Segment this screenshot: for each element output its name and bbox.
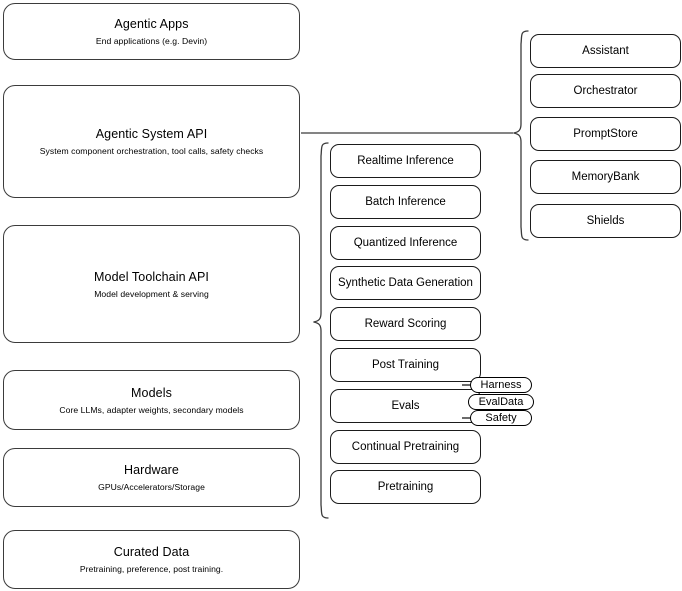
system-component-assistant[interactable]: Assistant	[530, 34, 681, 68]
evals-subcomponent-evaldata[interactable]: EvalData	[468, 394, 534, 410]
layer-subtitle: GPUs/Accelerators/Storage	[98, 482, 205, 492]
capability-realtime-inference[interactable]: Realtime Inference	[330, 144, 481, 178]
brace-toolchain-capabilities	[313, 142, 329, 519]
capability-quantized-inference[interactable]: Quantized Inference	[330, 226, 481, 260]
capability-reward-scoring[interactable]: Reward Scoring	[330, 307, 481, 341]
layer-title: Curated Data	[113, 545, 190, 559]
layer-title: Model Toolchain API	[94, 269, 209, 284]
layer-hardware[interactable]: Hardware GPUs/Accelerators/Storage	[3, 448, 300, 507]
evals-subcomponent-harness[interactable]: Harness	[470, 377, 532, 393]
layer-subtitle: End applications (e.g. Devin)	[95, 36, 208, 46]
system-component-shields[interactable]: Shields	[530, 204, 681, 238]
capability-pretraining[interactable]: Pretraining	[330, 470, 481, 504]
brace-system-components	[513, 30, 529, 241]
layer-subtitle: Core LLMs, adapter weights, secondary mo…	[59, 404, 244, 415]
evals-subcomponent-safety[interactable]: Safety	[470, 410, 532, 426]
layer-models[interactable]: Models Core LLMs, adapter weights, secon…	[3, 370, 300, 430]
system-component-memorybank[interactable]: MemoryBank	[530, 160, 681, 194]
layer-subtitle: System component orchestration, tool cal…	[39, 146, 264, 156]
layer-title: Hardware	[124, 463, 179, 477]
layer-title: Agentic Apps	[114, 17, 189, 31]
layer-model-toolchain-api[interactable]: Model Toolchain API Model development & …	[3, 225, 300, 343]
layer-curated-data[interactable]: Curated Data Pretraining, preference, po…	[3, 530, 300, 589]
capability-continual-pretraining[interactable]: Continual Pretraining	[330, 430, 481, 464]
capability-evals[interactable]: Evals	[330, 389, 481, 423]
layer-title: Models	[131, 385, 172, 400]
capability-synthetic-data-generation[interactable]: Synthetic Data Generation	[330, 266, 481, 300]
layer-agentic-system-api[interactable]: Agentic System API System component orch…	[3, 85, 300, 198]
layer-agentic-apps[interactable]: Agentic Apps End applications (e.g. Devi…	[3, 3, 300, 60]
capability-post-training[interactable]: Post Training	[330, 348, 481, 382]
layer-subtitle: Pretraining, preference, post training.	[79, 564, 224, 574]
system-component-promptstore[interactable]: PromptStore	[530, 117, 681, 151]
capability-batch-inference[interactable]: Batch Inference	[330, 185, 481, 219]
layer-subtitle: Model development & serving	[94, 288, 209, 299]
layer-title: Agentic System API	[95, 127, 208, 141]
system-component-orchestrator[interactable]: Orchestrator	[530, 74, 681, 108]
